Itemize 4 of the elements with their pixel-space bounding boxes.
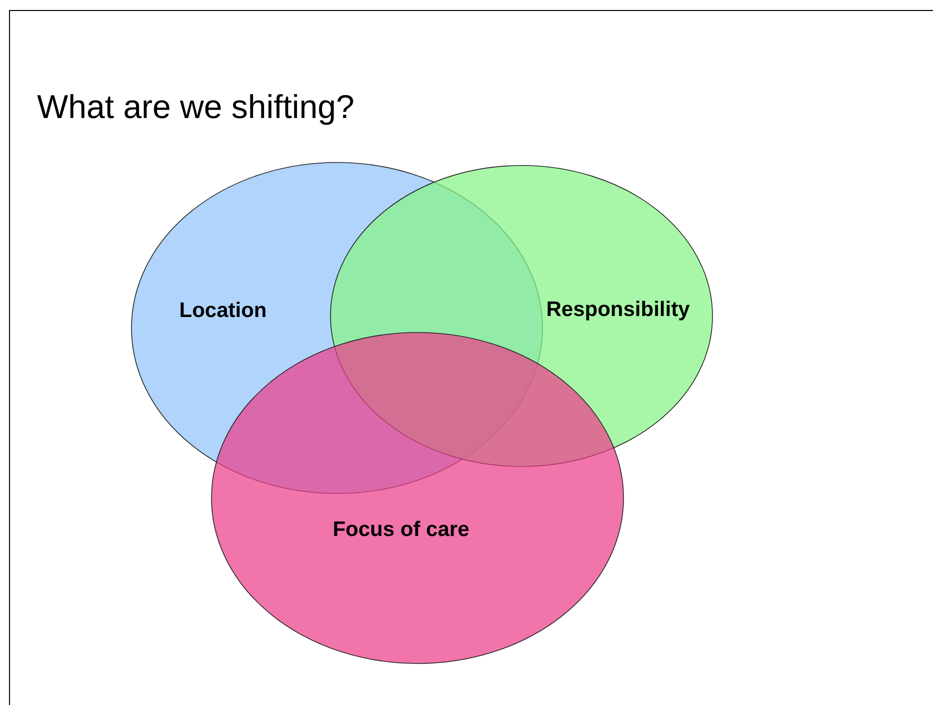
set-label: Location [179,299,267,323]
set-label: Responsibility [546,298,690,322]
set-label: Focus of care [332,518,470,542]
slide-title: What are we shifting? [37,88,354,126]
